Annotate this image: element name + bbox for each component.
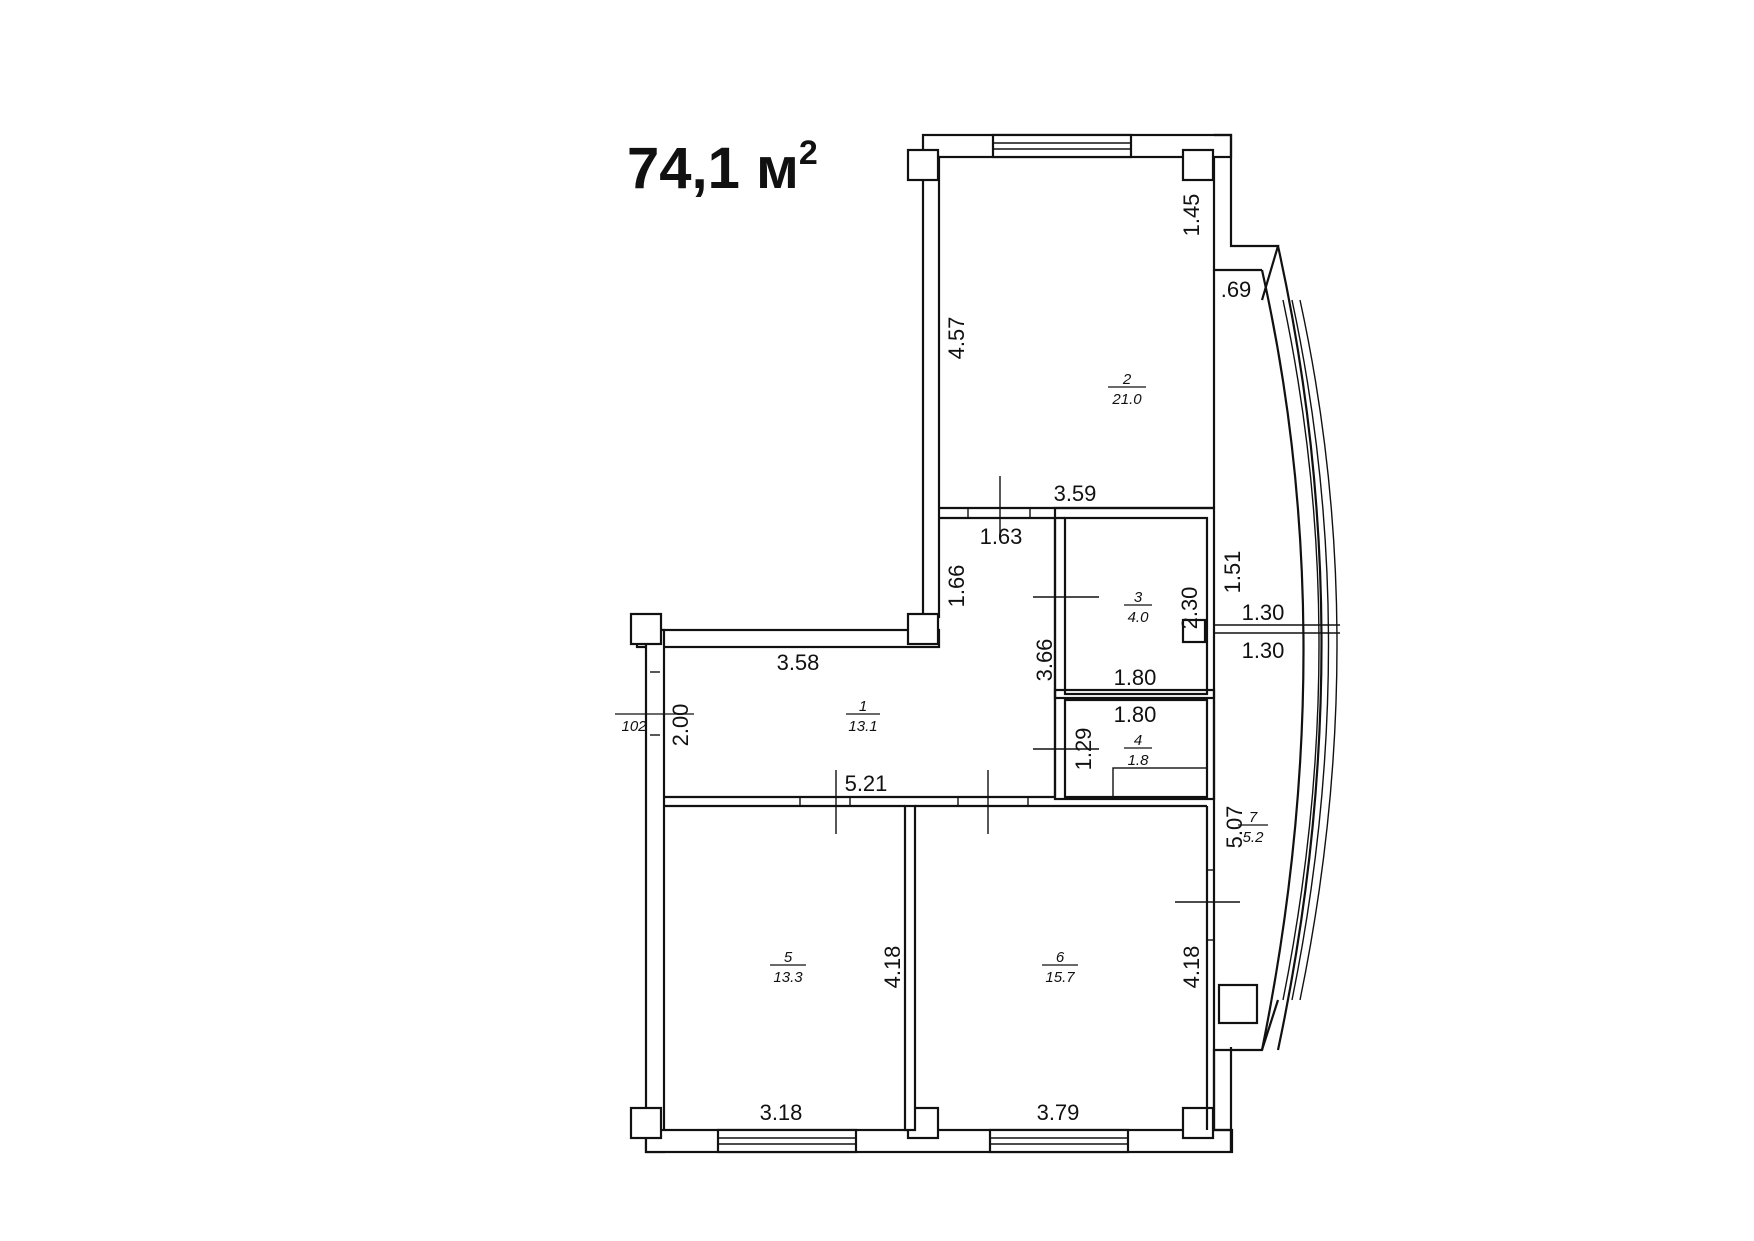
dim-1-63: 1.63 xyxy=(980,524,1023,549)
room-7-number: 7 xyxy=(1249,809,1258,826)
windows xyxy=(650,133,1133,1154)
room-2-area: 21.0 xyxy=(1111,391,1142,408)
total-area-label: 74,1 м2 xyxy=(627,136,818,198)
room-2-number: 2 xyxy=(1122,371,1132,388)
dim-1-45: 1.45 xyxy=(1179,194,1204,237)
dim-069: .69 xyxy=(1221,277,1252,302)
room-6-area: 15.7 xyxy=(1045,969,1075,986)
dim-102: 102 xyxy=(621,718,647,735)
room-5-label: 5 13.3 xyxy=(770,949,806,986)
balcony-curve xyxy=(1214,245,1340,1051)
room-5-area: 13.3 xyxy=(773,969,803,986)
dim-3-18: 3.18 xyxy=(760,1100,803,1125)
dim-2-30: 2.30 xyxy=(1177,587,1202,630)
dim-1-80-room4: 1.80 xyxy=(1114,702,1157,727)
room-4-number: 4 xyxy=(1134,732,1142,749)
dim-1-30-bottom: 1.30 xyxy=(1242,638,1285,663)
dim-3-66: 3.66 xyxy=(1032,639,1057,682)
room-4-label: 4 1.8 xyxy=(1124,732,1152,769)
room-7-area: 5.2 xyxy=(1243,829,1265,846)
room-6-number: 6 xyxy=(1056,949,1065,966)
dim-4-18-room5: 4.18 xyxy=(880,946,905,989)
dim-4-57: 4.57 xyxy=(944,317,969,360)
room-3-label: 3 4.0 xyxy=(1124,589,1152,626)
room-4-area: 1.8 xyxy=(1128,752,1150,769)
dim-3-58: 3.58 xyxy=(777,650,820,675)
dim-5-21: 5.21 xyxy=(845,771,888,796)
dim-1-66: 1.66 xyxy=(944,565,969,608)
dim-1-80-room3: 1.80 xyxy=(1114,665,1157,690)
dim-1-51: 1.51 xyxy=(1220,551,1245,594)
total-area-value: 74,1 м xyxy=(627,136,799,201)
room-1-area: 13.1 xyxy=(848,718,877,735)
dim-1-30-top: 1.30 xyxy=(1242,600,1285,625)
room-1-number: 1 xyxy=(859,698,867,715)
dimension-labels: 1.45 .69 4.57 3.59 1.63 1.66 1.51 2.30 1… xyxy=(615,194,1284,1125)
interior-walls xyxy=(664,270,1216,1132)
total-area-unit-sup: 2 xyxy=(798,134,818,172)
dim-3-59: 3.59 xyxy=(1054,481,1097,506)
door-marks xyxy=(835,476,1240,903)
outer-walls xyxy=(635,133,1280,1154)
dim-3-79: 3.79 xyxy=(1037,1100,1080,1125)
room-labels: 1 13.1 2 21.0 3 4.0 4 1.8 5 13.3 6 15.7 xyxy=(770,371,1268,986)
room-3-number: 3 xyxy=(1134,589,1143,606)
room-1-label: 1 13.1 xyxy=(846,698,880,735)
room-3-area: 4.0 xyxy=(1128,609,1150,626)
room-6-label: 6 15.7 xyxy=(1042,949,1078,986)
room-2-label: 2 21.0 xyxy=(1108,371,1146,408)
dim-4-18-room6: 4.18 xyxy=(1179,946,1204,989)
dim-1-29: 1.29 xyxy=(1071,728,1096,771)
dim-5-07: 5.07 xyxy=(1222,806,1247,849)
room-5-number: 5 xyxy=(784,949,793,966)
dim-2-00: 2.00 xyxy=(668,704,693,747)
room-7-label: 7 5.2 xyxy=(1238,809,1268,846)
